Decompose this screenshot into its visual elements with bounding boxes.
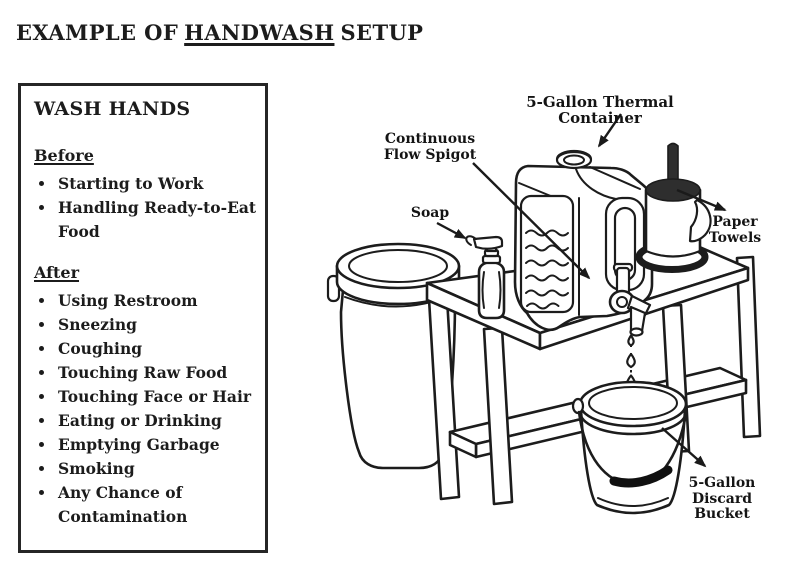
- arrow-to-thermal-container: [597, 113, 622, 148]
- paper-towels-art: [635, 142, 712, 273]
- discard-bucket-label-line1: 5-Gallon: [688, 475, 756, 491]
- list-item: Sneezing: [56, 313, 257, 337]
- list-item: Any Chance of Contamination: [56, 481, 257, 529]
- list-item: Using Restroom: [56, 289, 257, 313]
- list-item: Emptying Garbage: [56, 433, 257, 457]
- arrow-to-discard-bucket-label: [661, 427, 707, 468]
- discard-bucket-label-line2: Discard: [691, 490, 753, 507]
- spigot-art: [608, 262, 652, 337]
- paper-towels-label: Paper Towels: [695, 214, 775, 246]
- card-heading: WASH HANDS: [34, 98, 191, 120]
- list-item: Coughing: [56, 337, 257, 361]
- after-list: Using Restroom Sneezing Coughing Touchin…: [34, 289, 257, 529]
- thermal-container-label: 5-Gallon Thermal Container: [526, 93, 674, 127]
- list-item: Smoking: [56, 457, 257, 481]
- wash-hands-card: WASH HANDS Before Starting to Work Handl…: [18, 83, 268, 553]
- arrow-to-soap: [436, 221, 467, 240]
- soap-label: Soap: [410, 205, 450, 221]
- flow-spigot-label: Continuous Flow Spigot: [383, 131, 477, 163]
- discard-bucket-label-line3: Bucket: [694, 506, 750, 522]
- after-heading: After: [34, 263, 80, 282]
- title-underlined-word: HANDWASH: [184, 20, 335, 45]
- paper-towels-label-line2: Towels: [708, 230, 762, 246]
- before-heading: Before: [34, 146, 94, 165]
- list-item: Touching Face or Hair: [56, 385, 257, 409]
- list-item: Starting to Work: [56, 172, 257, 196]
- title-prefix: EXAMPLE OF: [16, 20, 179, 45]
- arrow-to-flow-spigot: [472, 162, 591, 280]
- flow-spigot-label-line2: Flow Spigot: [383, 147, 477, 163]
- flow-spigot-label-line1: Continuous: [384, 131, 476, 147]
- title-suffix: SETUP: [340, 20, 424, 45]
- before-list: Starting to Work Handling Ready-to-Eat F…: [34, 172, 257, 244]
- discard-bucket-label: 5-Gallon Discard Bucket: [682, 475, 762, 523]
- label-arrows: [436, 113, 727, 468]
- discard-bucket-art: [571, 380, 688, 515]
- arrow-to-paper-towels-label: [676, 188, 727, 212]
- list-item: Handling Ready-to-Eat Food: [56, 196, 257, 244]
- soap-bottle-art: [465, 235, 506, 320]
- trash-can-art: [326, 242, 461, 470]
- paper-towels-label-line1: Paper: [712, 214, 758, 230]
- list-item: Touching Raw Food: [56, 361, 257, 385]
- list-item: Eating or Drinking: [56, 409, 257, 433]
